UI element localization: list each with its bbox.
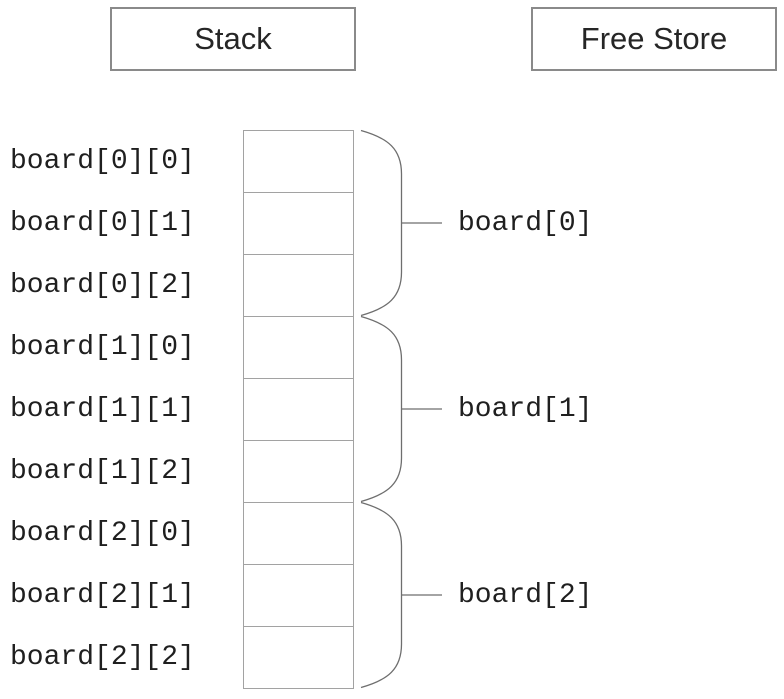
stack-cell-label: board[1][1] (10, 393, 195, 425)
brace (360, 501, 403, 689)
stack-cell (244, 131, 353, 193)
brace-group-2 (360, 501, 442, 689)
stack-cell (244, 255, 353, 317)
free-store-header-label: Free Store (580, 21, 728, 56)
stack-cell-label: board[2][2] (10, 641, 195, 673)
stack-cell (244, 317, 353, 379)
stack-cell (244, 565, 353, 627)
stack-cell-label: board[0][0] (10, 145, 195, 177)
stack-cells-column (243, 130, 354, 689)
stack-cell-label: board[2][0] (10, 517, 195, 549)
stack-cell-label: board[0][1] (10, 207, 195, 239)
stack-cell-labels: board[0][0] board[0][1] board[0][2] boar… (10, 130, 238, 688)
free-store-group-label: board[1] (458, 393, 593, 425)
stack-header-box: Stack (110, 7, 356, 71)
free-store-group-labels: board[0] board[1] board[2] (458, 130, 698, 688)
stack-cell-label: board[2][1] (10, 579, 195, 611)
free-store-header-box: Free Store (531, 7, 777, 71)
stack-cell-label: board[1][2] (10, 455, 195, 487)
free-store-group-label: board[0] (458, 207, 593, 239)
brace-group-0 (360, 129, 442, 317)
stack-cell-label: board[0][2] (10, 269, 195, 301)
brace-group-1 (360, 315, 442, 503)
stack-cell-label: board[1][0] (10, 331, 195, 363)
stack-cell (244, 503, 353, 565)
stack-header-label: Stack (194, 21, 272, 56)
stack-cell (244, 379, 353, 441)
stack-cell (244, 627, 353, 688)
free-store-group-label: board[2] (458, 579, 593, 611)
stack-cell (244, 441, 353, 503)
stack-cell (244, 193, 353, 255)
brace (360, 129, 403, 317)
brace (360, 315, 403, 503)
